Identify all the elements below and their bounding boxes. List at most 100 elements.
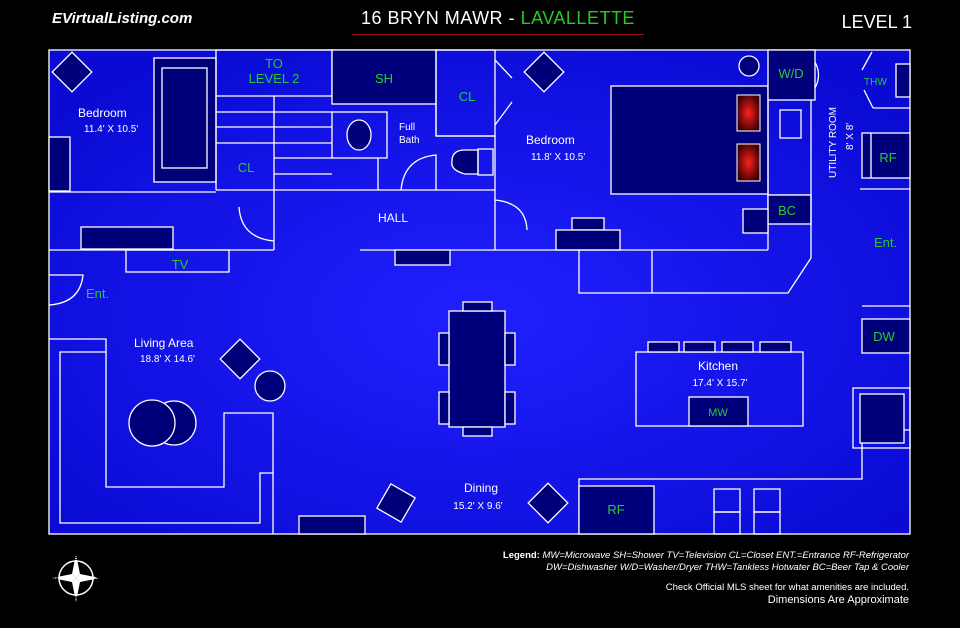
dining-table — [448, 310, 506, 428]
stairs-label-1: TO — [265, 56, 283, 71]
wd-unit — [767, 49, 816, 101]
toilet — [451, 149, 479, 175]
rf-kitchen-label: RF — [607, 502, 624, 517]
fridge-kitchen — [578, 485, 655, 535]
wall-line — [504, 391, 516, 425]
wall-line — [683, 341, 716, 353]
entrance-left-label: Ent. — [86, 286, 109, 301]
bc-label: BC — [778, 203, 796, 218]
bench — [80, 226, 174, 250]
wall-line — [742, 208, 769, 234]
mw-label: MW — [708, 407, 728, 419]
chair-dining-2 — [527, 482, 569, 524]
wall-line — [494, 199, 528, 231]
wall-line — [504, 332, 516, 366]
wall-line — [647, 341, 680, 353]
compass-s: S — [95, 575, 100, 582]
bedroom-1-label: Bedroom — [78, 106, 127, 120]
round-table — [738, 55, 760, 77]
lamp-2 — [736, 143, 761, 182]
dishwasher — [861, 318, 911, 354]
kitchen-label: Kitchen — [698, 359, 738, 373]
title-divider — [352, 34, 644, 35]
dresser-2 — [555, 229, 621, 251]
street: 16 BRYN MAWR - — [361, 8, 521, 28]
nightstand — [51, 51, 93, 93]
town: LAVALLETTE — [520, 8, 635, 28]
approx-note: Dimensions Are Approximate — [767, 594, 909, 606]
wall-line — [462, 301, 493, 312]
lamp-1 — [736, 94, 761, 132]
utility-dims: 8' X 8' — [845, 123, 856, 150]
legend-line-2: DW=Dishwasher W/D=Washer/Dryer THW=Tankl… — [546, 562, 909, 573]
nightstand-2 — [523, 51, 565, 93]
bath-label-2: Bath — [399, 135, 420, 146]
mls-note: Check Official MLS sheet for what amenit… — [665, 582, 909, 593]
wall-line — [852, 387, 911, 449]
wall-line — [400, 154, 437, 191]
living-label: Living Area — [134, 336, 194, 350]
wall-line — [161, 67, 208, 169]
thw-label: THW — [864, 77, 887, 88]
wall-line — [438, 391, 450, 425]
coffee-table-a — [128, 399, 176, 447]
chair-dining-1 — [375, 482, 417, 524]
level-label: LEVEL 1 — [841, 12, 912, 32]
hall-label: HALL — [378, 211, 408, 225]
wall-line — [753, 511, 781, 535]
wall-line — [861, 51, 873, 71]
bedroom-1-dims: 11.4' X 10.5' — [84, 124, 138, 135]
microwave — [688, 396, 749, 427]
dining-label: Dining — [464, 481, 498, 495]
wall-line — [494, 101, 513, 126]
entrance-right-label: Ent. — [874, 235, 897, 250]
wall-line — [125, 249, 230, 273]
closet-1-label: CL — [238, 160, 255, 175]
wall-line — [331, 111, 388, 159]
wall-line — [105, 352, 274, 488]
rf-utility-label: RF — [879, 150, 896, 165]
legend-label: Legend: — [502, 550, 540, 561]
wall-line — [238, 206, 275, 242]
sectional-sofa — [49, 338, 274, 534]
console — [298, 515, 366, 535]
wall-line — [494, 59, 513, 79]
wall-line — [578, 250, 812, 294]
bath-label-1: Full — [399, 122, 415, 133]
wall-line — [895, 63, 911, 98]
wd-label: W/D — [778, 66, 803, 81]
wall-line — [779, 109, 802, 139]
shower — [331, 49, 437, 105]
bedroom-2-dims: 11.8' X 10.5' — [531, 152, 585, 163]
shower-label: SH — [375, 71, 393, 86]
legend: Legend: MW=Microwave SH=Shower TV=Televi… — [503, 550, 909, 574]
utility-label: UTILITY ROOM — [828, 107, 839, 178]
wall-line — [76, 574, 100, 582]
wall-line — [713, 511, 741, 535]
wall-line — [72, 578, 80, 602]
range — [859, 393, 905, 444]
wall-line — [863, 89, 874, 109]
bedroom-2-label: Bedroom — [526, 133, 575, 147]
chair-living — [219, 338, 261, 380]
wall-line — [571, 217, 605, 231]
wall-line — [48, 274, 84, 306]
dining-dims: 15.2' X 9.6' — [453, 501, 503, 512]
site-logo: EVirtualListing.com — [52, 10, 193, 27]
wall-line — [759, 341, 792, 353]
wall-line — [438, 332, 450, 366]
legend-line-1: MW=Microwave SH=Shower TV=Television CL=… — [542, 550, 909, 561]
kitchen-dims: 17.4' X 15.7' — [693, 378, 748, 389]
dw-label: DW — [873, 329, 895, 344]
wall-line — [814, 61, 820, 89]
side-table — [254, 370, 286, 402]
compass-n: N — [53, 575, 58, 582]
wall-line — [477, 148, 494, 176]
living-dims: 18.8' X 14.6' — [140, 354, 195, 365]
compass-w: W — [73, 596, 80, 603]
hall-table — [394, 249, 451, 266]
wall-line — [721, 341, 754, 353]
wall-line — [52, 574, 76, 582]
dresser — [48, 136, 71, 192]
